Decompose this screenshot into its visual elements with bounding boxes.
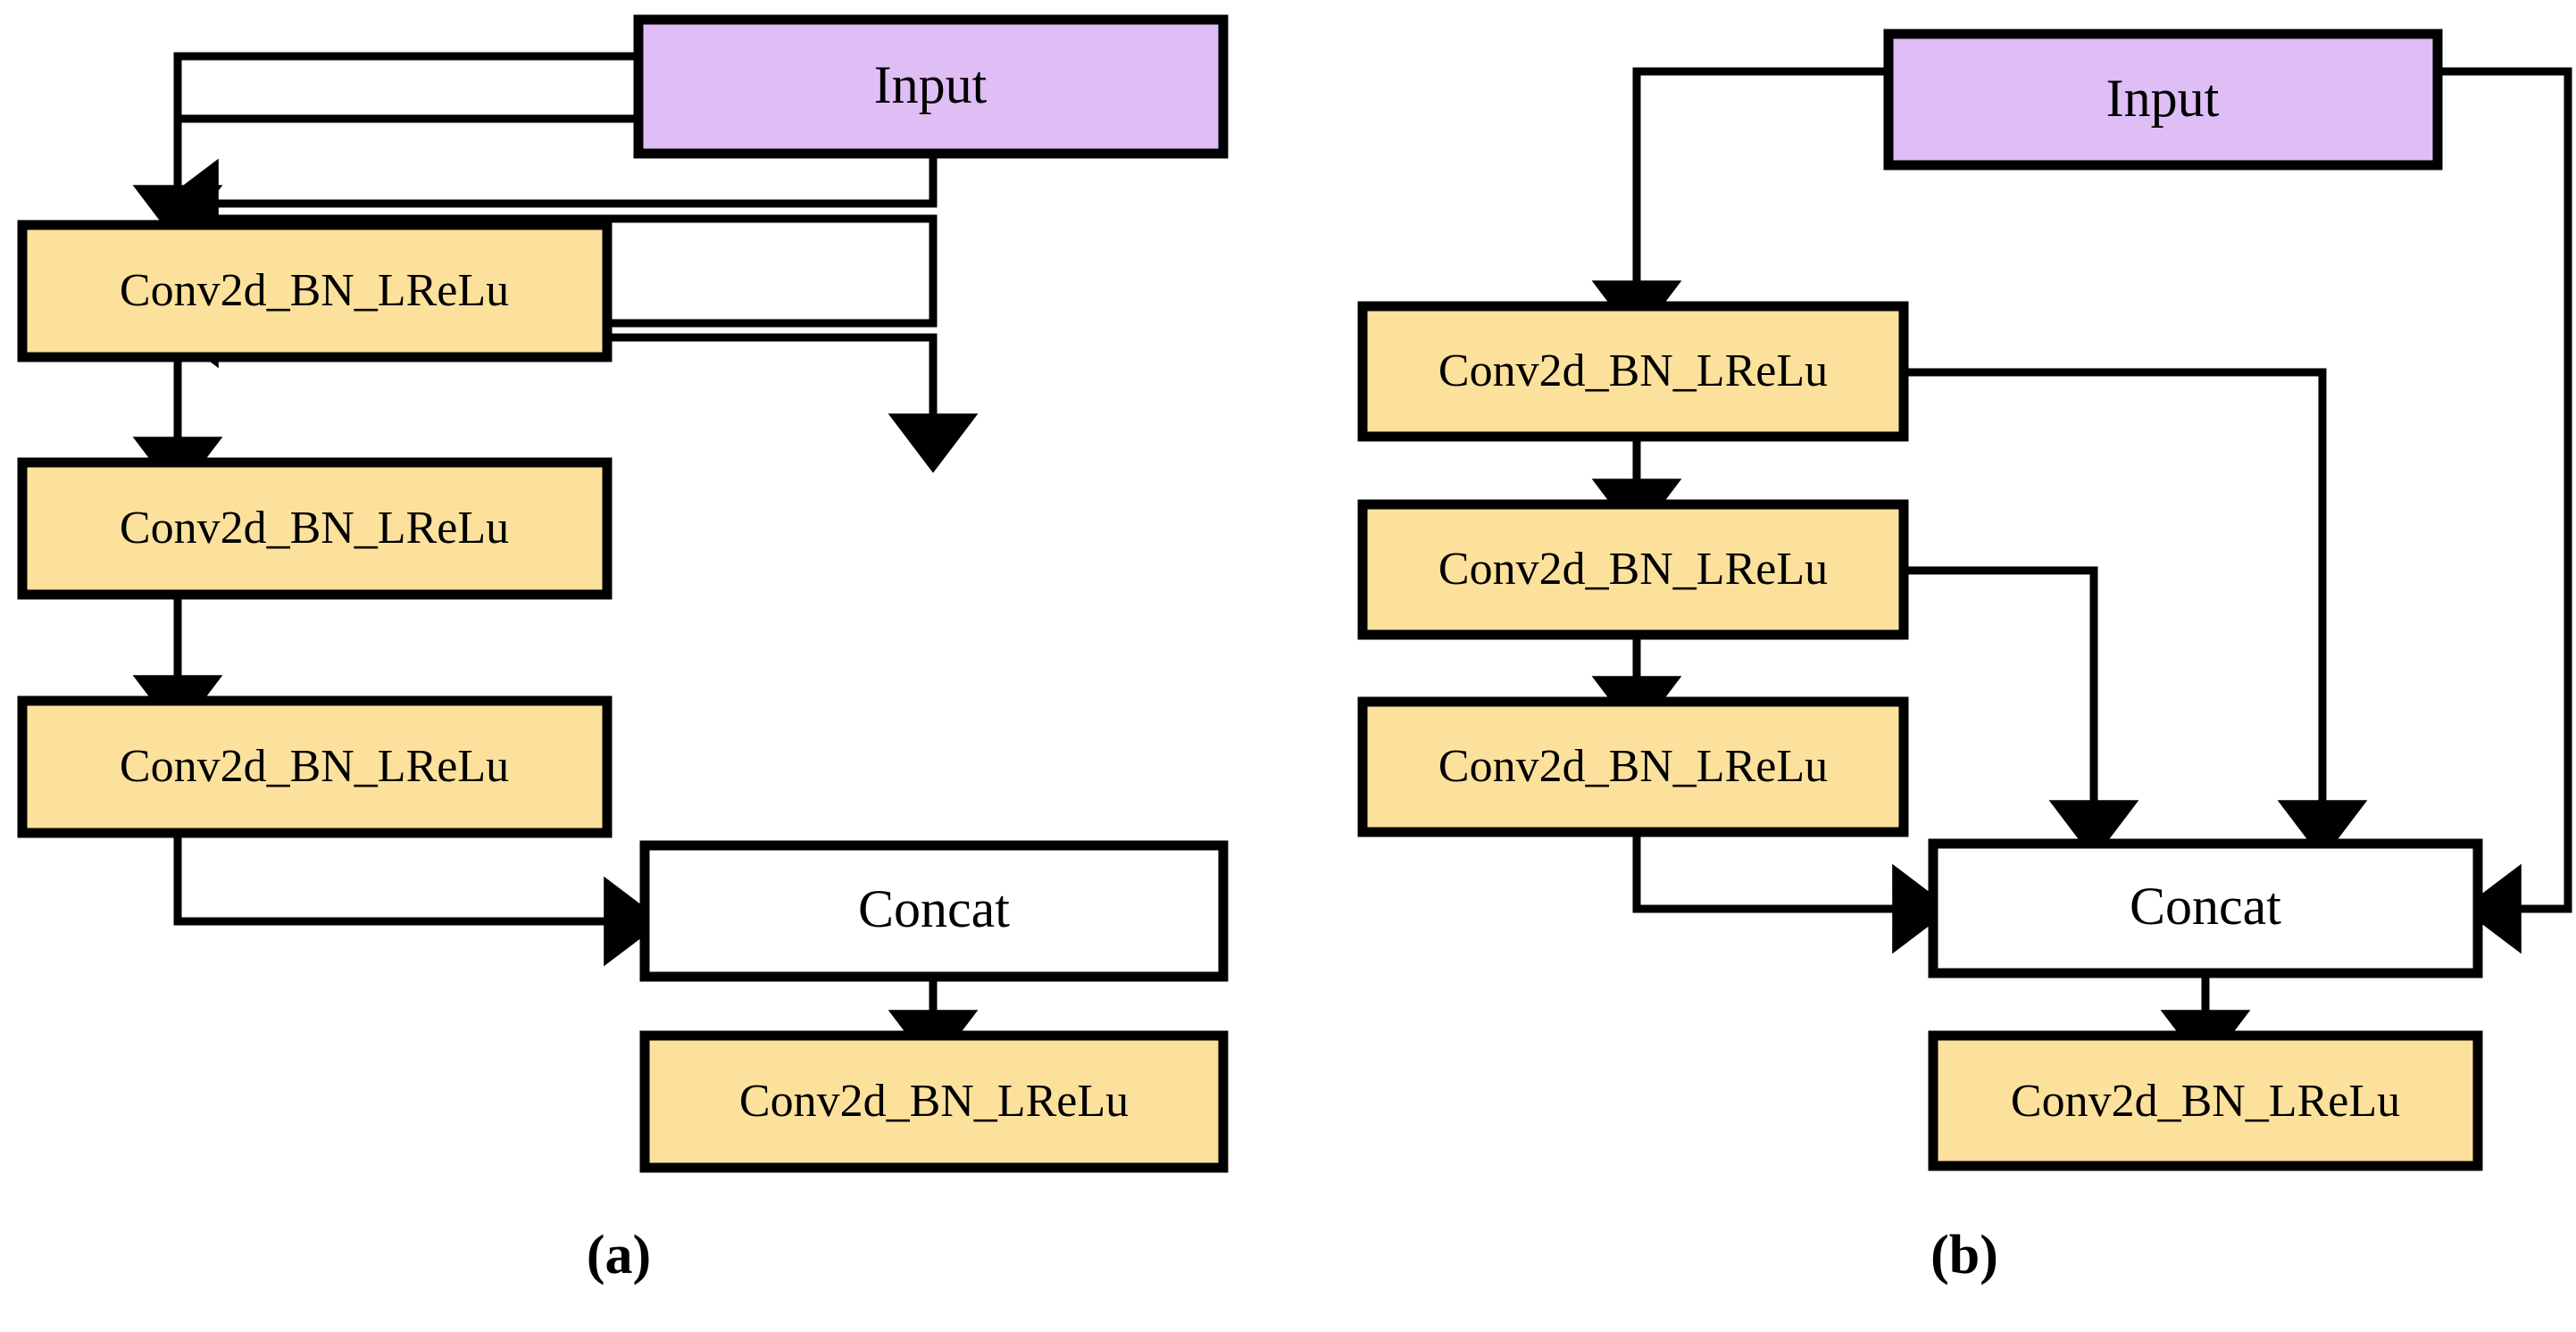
node-box	[1928, 838, 2483, 978]
panel-a-node-conv2[interactable]: Conv2d_BN_LReLu	[17, 457, 613, 600]
node-box	[17, 220, 613, 362]
panel-a-node-conv-out[interactable]: Conv2d_BN_LReLu	[639, 1030, 1229, 1173]
node-box	[1357, 499, 1909, 640]
node-label: Conv2d_BN_LReLu	[1438, 544, 1828, 595]
node-box	[639, 840, 1229, 982]
node-label: Conv2d_BN_LReLu	[1438, 741, 1828, 792]
edge-conv3-to-concat	[1632, 832, 1952, 954]
edge-input-to-conv1	[1591, 67, 1888, 340]
node-label: Conv2d_BN_LReLu	[1438, 345, 1828, 396]
node-box	[17, 695, 613, 838]
edge-input-to-conv2	[159, 114, 938, 249]
node-label: Conv2d_BN_LReLu	[120, 503, 509, 554]
edge-conv2-to-concat	[1904, 566, 2139, 860]
node-box	[1357, 301, 1909, 442]
node-box	[1357, 696, 1909, 837]
edge-conv3-to-concat	[173, 832, 663, 967]
panel-b-edges	[1591, 67, 2572, 1070]
node-label: Conv2d_BN_LReLu	[120, 741, 509, 792]
panel-b-node-conv3[interactable]: Conv2d_BN_LReLu	[1357, 696, 1909, 837]
node-label: Conv2d_BN_LReLu	[739, 1076, 1129, 1127]
panel-b-node-conv-out[interactable]: Conv2d_BN_LReLu	[1928, 1030, 2483, 1171]
panel-b-caption: (b)	[1930, 1225, 1998, 1286]
panel-b-node-input[interactable]: Input	[1883, 29, 2443, 171]
panel-b: Input Conv2d_BN_LReLu Conv2d_BN_LReLu Co…	[1357, 29, 2572, 1286]
edge-input-to-concat	[2438, 67, 2572, 954]
node-label: Input	[2106, 69, 2220, 128]
edge-input-to-conv1	[132, 52, 638, 245]
panel-a: Input Conv2d_BN_LReLu Conv2d_BN_LReLu Co…	[17, 14, 1229, 1286]
panel-b-node-concat[interactable]: Concat	[1928, 838, 2483, 978]
panel-a-node-conv1[interactable]: Conv2d_BN_LReLu	[17, 220, 613, 362]
panel-a-caption: (a)	[587, 1225, 651, 1286]
panel-a-node-conv3[interactable]: Conv2d_BN_LReLu	[17, 695, 613, 838]
node-box	[1928, 1030, 2483, 1171]
panel-a-node-concat[interactable]: Concat	[639, 840, 1229, 982]
node-box	[1883, 29, 2443, 171]
panel-a-node-input[interactable]: Input	[633, 14, 1229, 159]
panel-b-node-conv1[interactable]: Conv2d_BN_LReLu	[1357, 301, 1909, 442]
node-label: Input	[874, 55, 988, 114]
node-label: Conv2d_BN_LReLu	[120, 265, 509, 316]
node-box	[639, 1030, 1229, 1173]
node-label: Concat	[2130, 877, 2281, 936]
node-label: Concat	[858, 879, 1010, 938]
panel-b-node-conv2[interactable]: Conv2d_BN_LReLu	[1357, 499, 1909, 640]
node-box	[17, 457, 613, 600]
node-box	[633, 14, 1229, 159]
node-label: Conv2d_BN_LReLu	[2011, 1076, 2400, 1127]
edge-conv1-to-concat	[1904, 368, 2368, 860]
